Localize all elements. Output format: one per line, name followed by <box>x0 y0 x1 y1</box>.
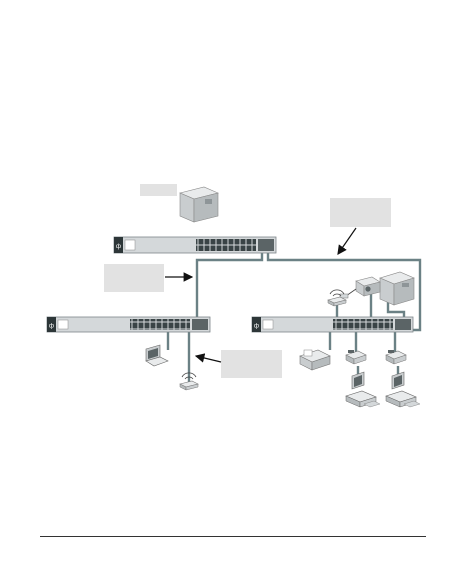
arrow-uplink <box>337 227 357 255</box>
ip-phone-2-icon <box>385 350 407 365</box>
laptop-icon <box>145 344 169 367</box>
link-core-to-left-switch <box>195 252 264 330</box>
access-point-right-icon <box>327 289 347 307</box>
access-point-left-icon <box>179 372 199 391</box>
callout-arrows <box>165 227 357 363</box>
core-switch: ф <box>113 236 277 254</box>
footer-rule <box>40 536 426 537</box>
workstation-1-icon <box>345 371 381 408</box>
network-links <box>166 252 422 383</box>
right-switch: ф <box>251 316 414 333</box>
svg-text:ф: ф <box>254 324 259 330</box>
callout-uplink <box>330 198 391 227</box>
svg-text:ф: ф <box>49 324 54 330</box>
arrow-wireless <box>194 353 222 363</box>
link-server-right <box>386 298 406 318</box>
callout-left-uplink <box>104 264 164 292</box>
svg-text:ф: ф <box>116 244 121 250</box>
fax-icon <box>299 349 331 371</box>
ip-phone-1-icon <box>345 350 367 365</box>
left-switch: ф <box>46 316 211 333</box>
callout-server <box>140 184 177 196</box>
workstation-2-icon <box>385 371 421 408</box>
callout-wireless <box>221 350 282 378</box>
projector-icon <box>339 276 381 299</box>
server-top-icon <box>179 186 219 223</box>
server-right-icon <box>379 271 415 306</box>
link-core-to-right-switch <box>266 252 422 332</box>
